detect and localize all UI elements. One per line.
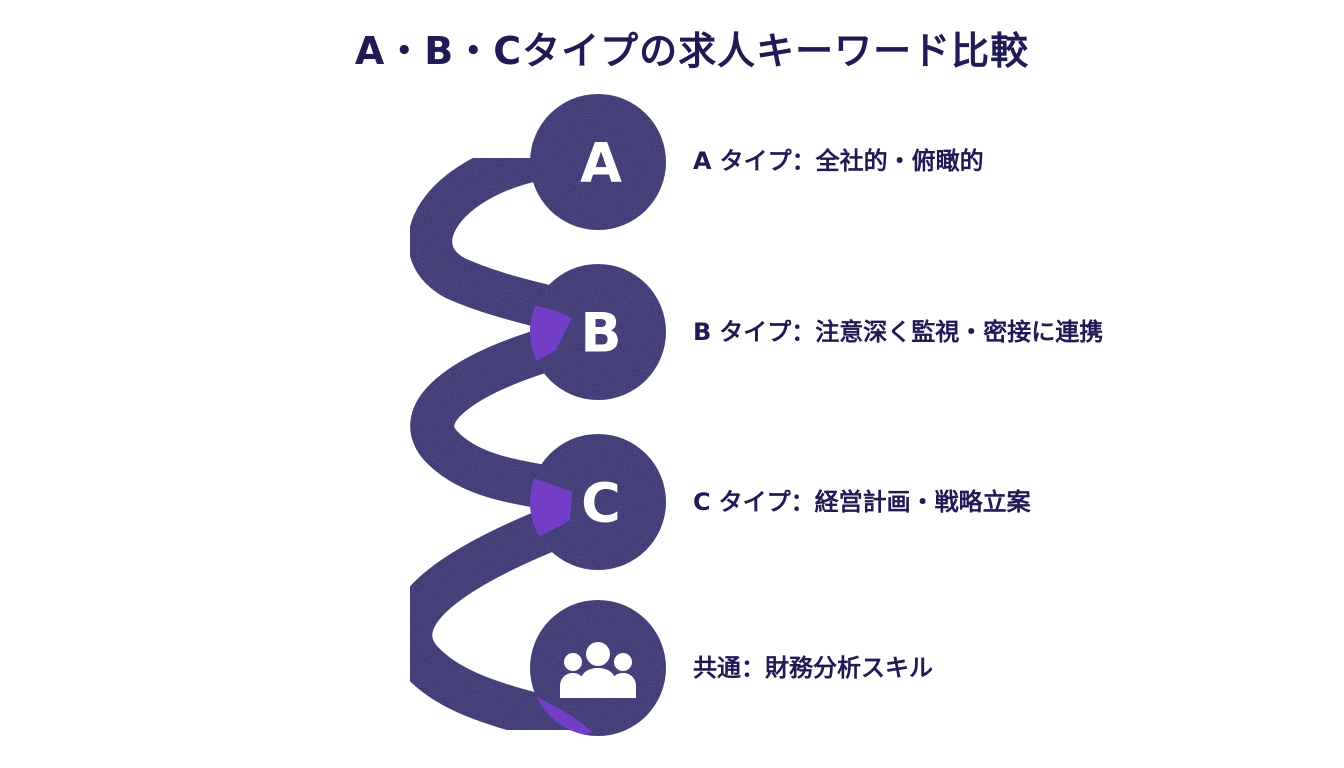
ribbon-path [388, 136, 607, 752]
people-icon [560, 642, 636, 698]
page-title: A・B・Cタイプの求人キーワード比較 [354, 29, 1030, 73]
row-text-b: タイプ：注意深く監視・密接に連携 [719, 318, 1104, 346]
row-text-common: 共通：財務分析スキル [693, 654, 933, 682]
row-tag-c: C [693, 488, 711, 516]
row-label-common: 共通：財務分析スキル [693, 653, 933, 683]
node-letter-b: B [580, 302, 621, 365]
row-tag-b: B [693, 318, 712, 346]
node-letter-c: C [581, 472, 621, 535]
node-circle-a [530, 94, 666, 230]
node-circle-b [530, 264, 666, 400]
node-letter-a: A [580, 132, 622, 195]
row-text-c: タイプ：経営計画・戦略立案 [718, 488, 1031, 516]
row-tag-a: A [693, 147, 712, 175]
row-text-a: タイプ：全社的・俯瞰的 [719, 147, 984, 175]
winding-ribbon [388, 136, 607, 752]
node-circle-c [530, 434, 666, 570]
